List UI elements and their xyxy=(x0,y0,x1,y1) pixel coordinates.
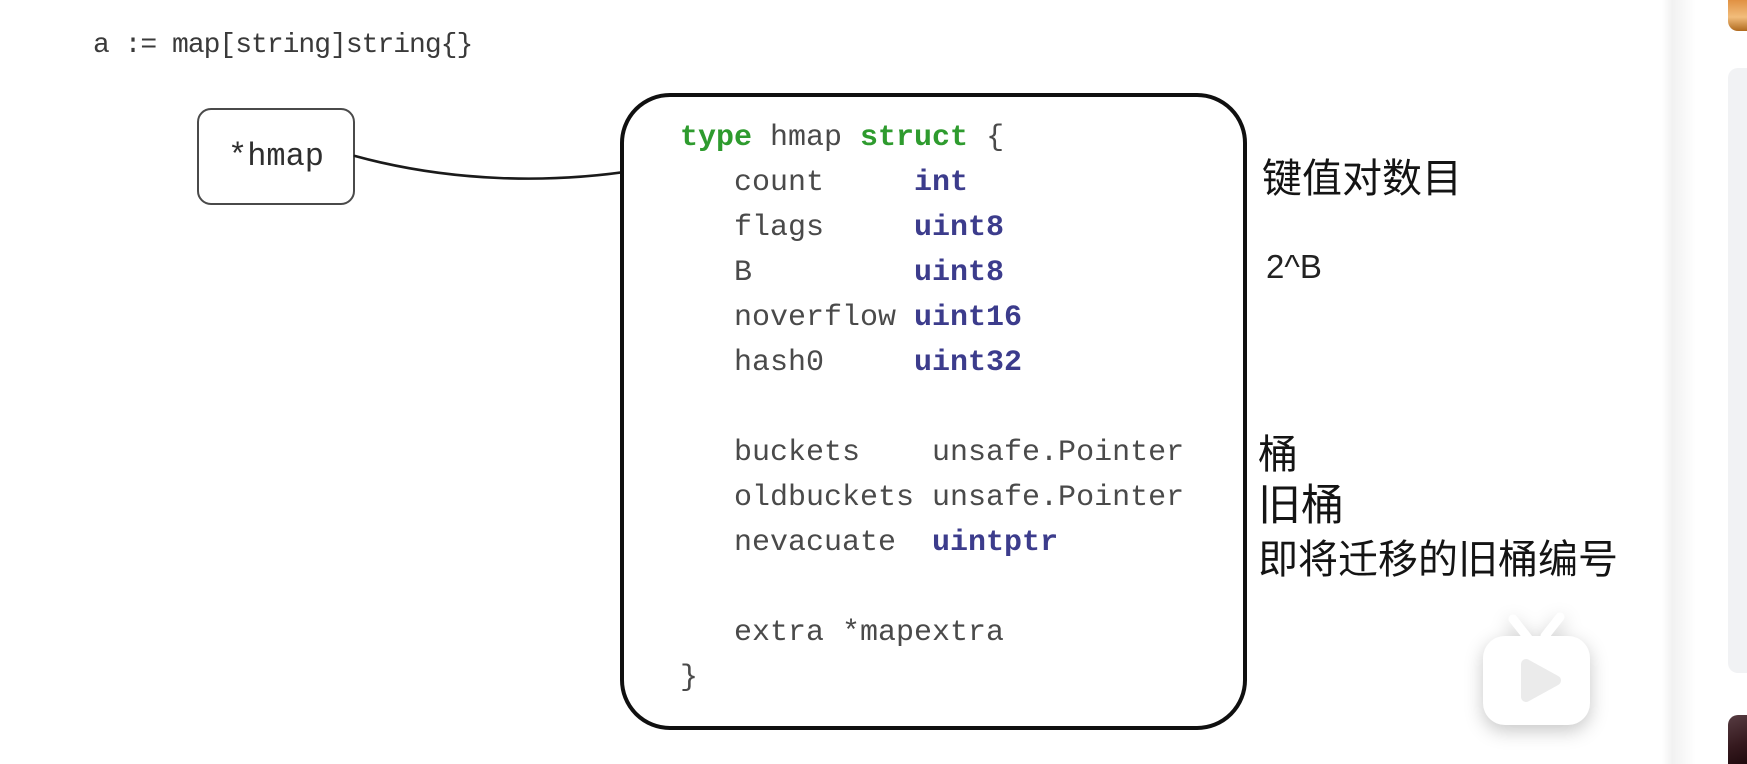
struct-code-line: type hmap struct { xyxy=(680,121,1005,155)
hmap-struct-box xyxy=(620,93,1247,730)
struct-code-line: extra *mapextra xyxy=(680,616,1005,650)
annotation-buckets: 桶 xyxy=(1258,432,1298,477)
map-declaration-code: a := map[string]string{} xyxy=(93,30,473,61)
annotation-b: 2^B xyxy=(1266,248,1322,285)
struct-code: type hmap struct { count int flags uint8… xyxy=(680,116,1184,701)
struct-code-line: flags uint8 xyxy=(680,211,1005,245)
annotation-nevacuate: 即将迁移的旧桶编号 xyxy=(1258,537,1618,582)
struct-code-line xyxy=(680,386,1184,431)
content-edge-shadow xyxy=(1662,0,1696,764)
struct-code-line: hash0 uint32 xyxy=(680,346,1023,380)
struct-code-line: buckets unsafe.Pointer xyxy=(680,436,1185,470)
sidebar-thumbnail-bottom[interactable] xyxy=(1728,715,1747,764)
bilibili-tv-play-icon xyxy=(1483,612,1590,725)
sidebar-thumbnail-top[interactable] xyxy=(1728,0,1747,31)
hmap-pointer-box: *hmap xyxy=(197,108,355,205)
struct-code-line: nevacuate uintptr xyxy=(680,526,1059,560)
struct-code-line: count int xyxy=(680,166,969,200)
hmap-pointer-label: *hmap xyxy=(227,138,324,175)
pointer-arrow xyxy=(353,154,642,182)
struct-code-line xyxy=(680,566,1184,611)
struct-code-line: oldbuckets unsafe.Pointer xyxy=(680,481,1185,515)
annotation-count: 键值对数目 xyxy=(1262,156,1462,201)
struct-code-line: noverflow uint16 xyxy=(680,301,1023,335)
annotation-oldbuckets: 旧桶 xyxy=(1258,483,1344,530)
struct-code-line: } xyxy=(680,661,699,695)
sidebar-panel[interactable] xyxy=(1728,68,1747,673)
struct-code-line: B uint8 xyxy=(680,256,1005,290)
